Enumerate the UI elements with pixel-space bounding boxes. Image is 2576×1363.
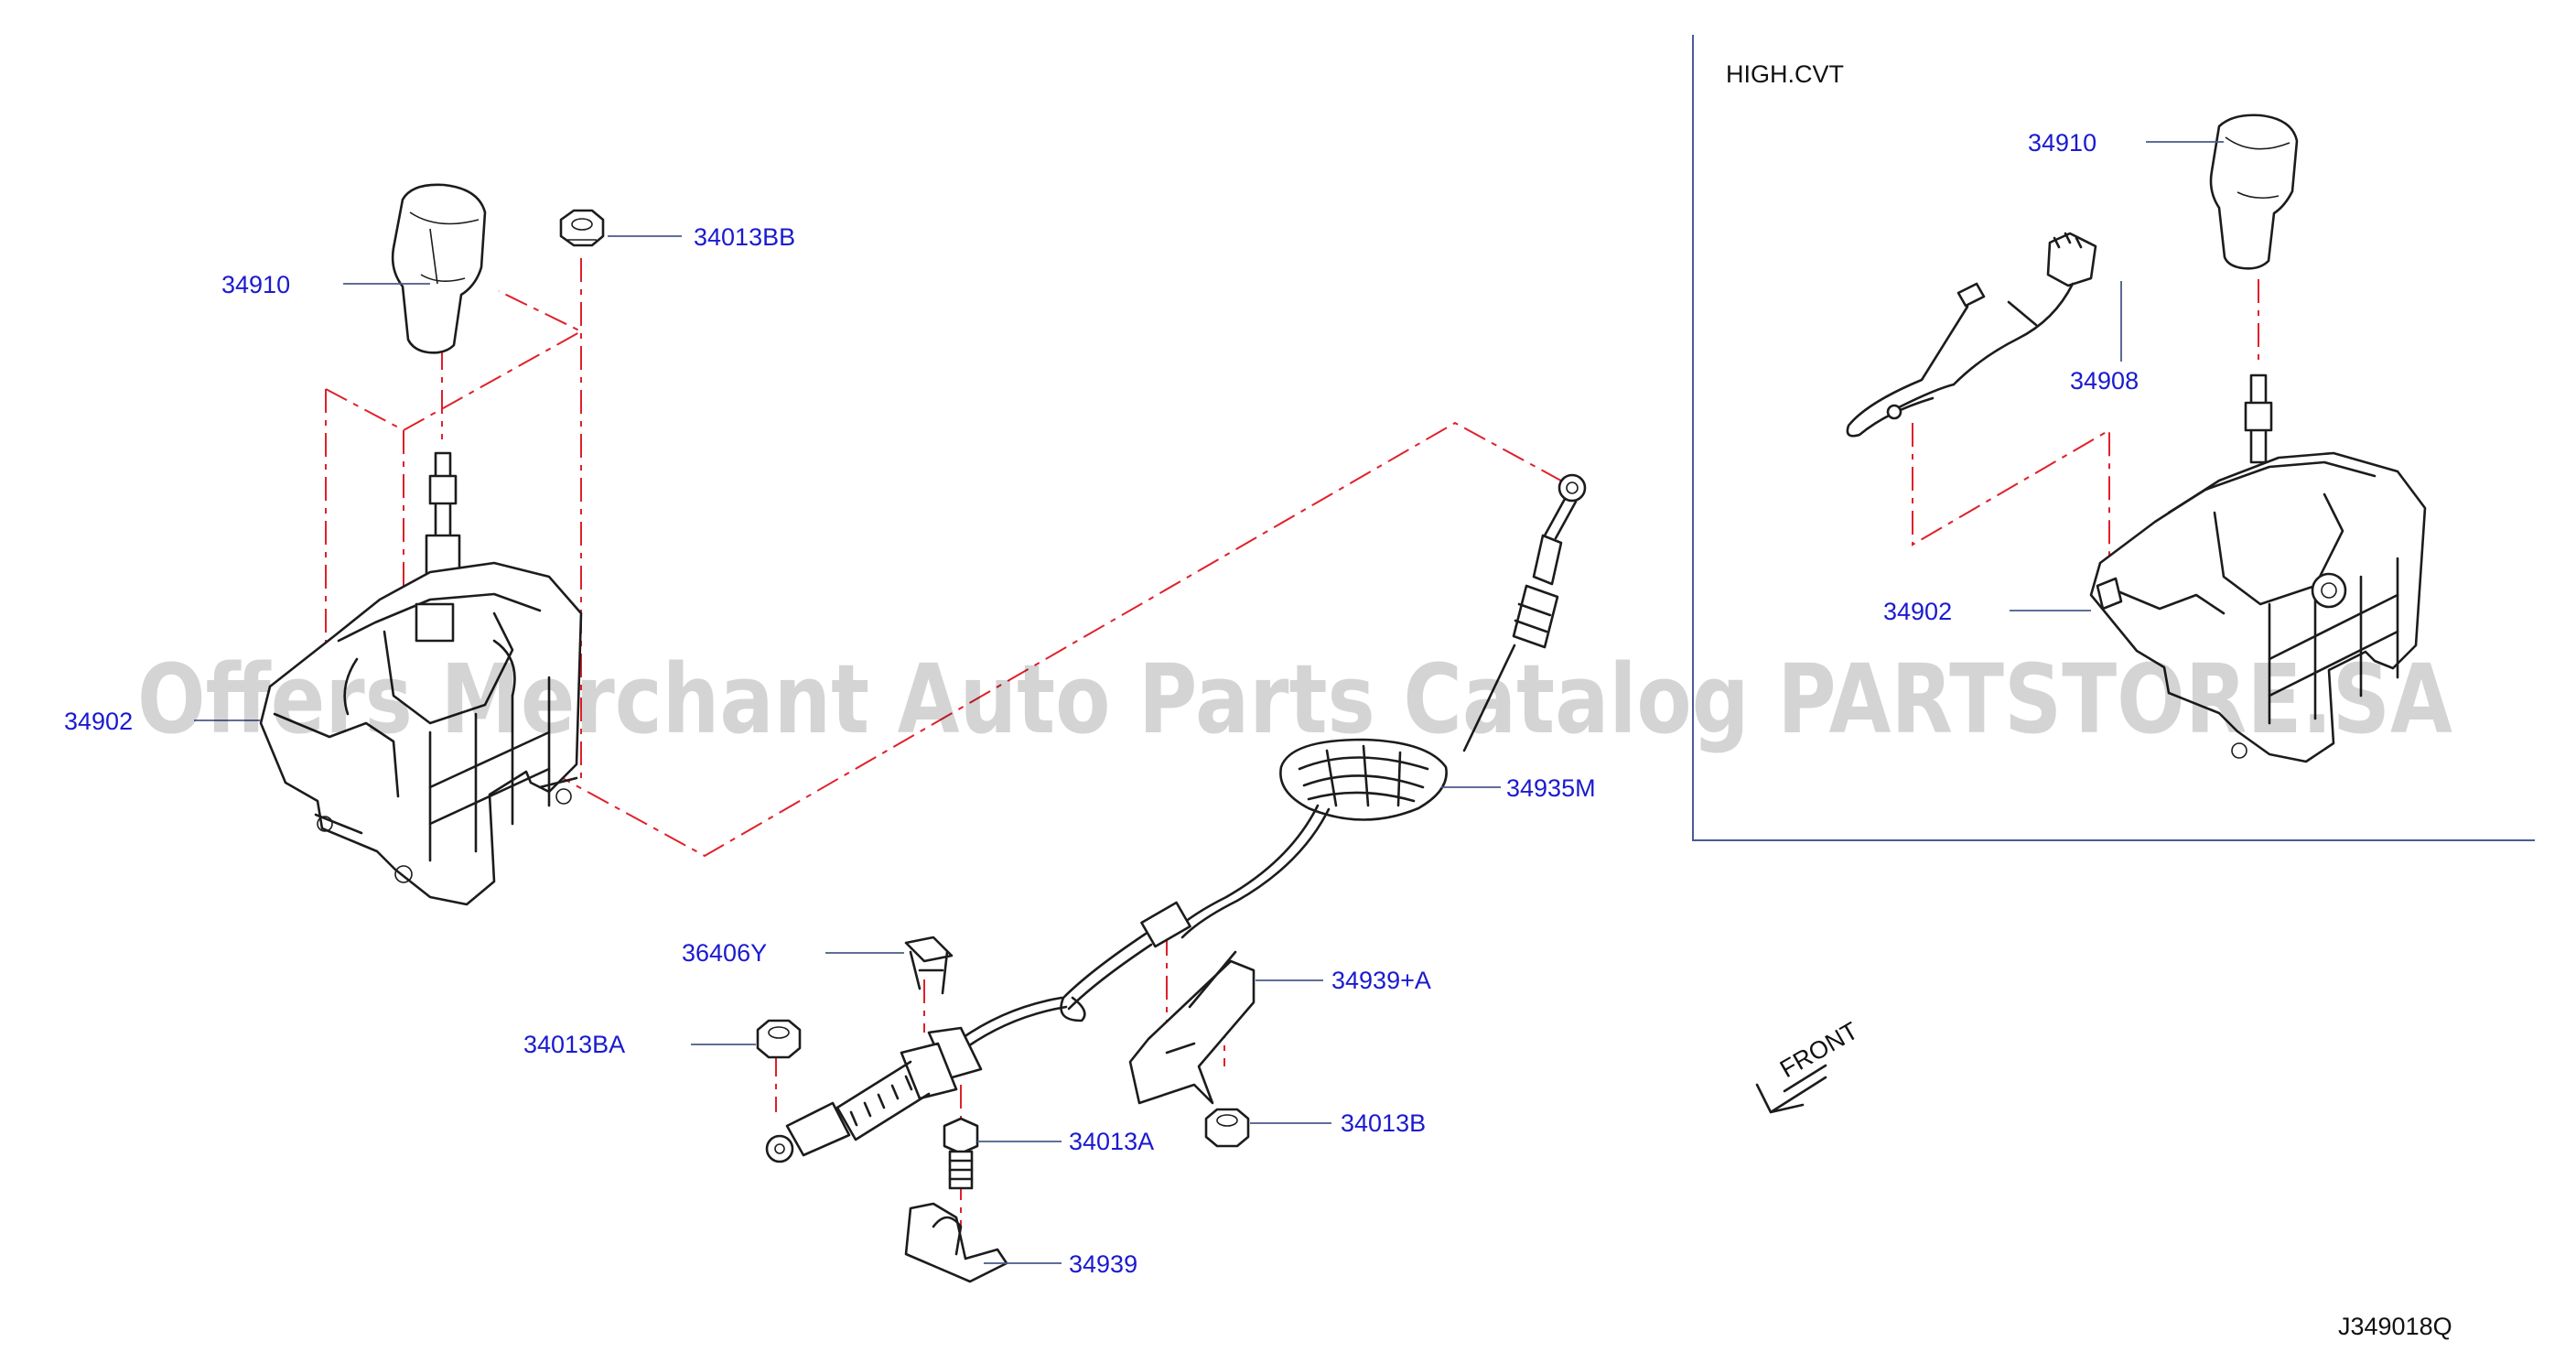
- diagram-code: J349018Q: [2338, 1313, 2452, 1340]
- nut-34013ba[interactable]: [756, 1019, 802, 1059]
- bracket-34939a[interactable]: [1128, 950, 1256, 1105]
- bolt-34013a[interactable]: [943, 1117, 979, 1190]
- alignment-lines-inset: [1912, 279, 2259, 586]
- high-cvt-inset-frame: HIGH.CVT: [1692, 35, 2535, 841]
- front-direction-indicator: FRONT: [1755, 1017, 1863, 1114]
- label-34013a[interactable]: 34013A: [1069, 1128, 1154, 1155]
- nut-34013b[interactable]: [1204, 1108, 1250, 1148]
- label-34908[interactable]: 34908: [2070, 367, 2139, 395]
- label-34935m[interactable]: 34935M: [1506, 774, 1596, 802]
- label-36406y[interactable]: 36406Y: [682, 939, 767, 967]
- shift-lever-assembly-main[interactable]: [259, 451, 583, 906]
- front-arrow-icon: [1755, 1064, 1827, 1114]
- label-34910-main[interactable]: 34910: [221, 271, 290, 298]
- shift-knob-main[interactable]: [391, 183, 487, 354]
- label-34902-main[interactable]: 34902: [64, 708, 133, 735]
- label-34013b[interactable]: 34013B: [1341, 1109, 1426, 1137]
- bracket-34939[interactable]: [904, 1202, 1008, 1283]
- front-label: FRONT: [1775, 1017, 1863, 1083]
- label-34902-inset[interactable]: 34902: [1883, 598, 1952, 625]
- leader-lines: [194, 141, 2224, 1264]
- part-labels: 34910 34013BB 34902 34935M 36406Y 34013B…: [64, 129, 2139, 1278]
- label-34939a[interactable]: 34939+A: [1331, 967, 1431, 994]
- nut-34013bb[interactable]: [559, 209, 605, 247]
- control-cable-34935m[interactable]: [765, 473, 1587, 1163]
- shift-knob-inset[interactable]: [2209, 114, 2299, 270]
- label-34910-inset[interactable]: 34910: [2028, 129, 2096, 157]
- watermark: Offers Merchant Auto Parts Catalog PARTS…: [137, 644, 2452, 755]
- label-34013ba[interactable]: 34013BA: [523, 1031, 625, 1058]
- wire-harness-34908[interactable]: [1846, 232, 2097, 438]
- inset-title: HIGH.CVT: [1726, 60, 1844, 88]
- shift-lever-assembly-inset[interactable]: [2089, 373, 2427, 763]
- label-34939[interactable]: 34939: [1069, 1250, 1137, 1278]
- clip-36406y[interactable]: [904, 936, 954, 995]
- label-34013bb[interactable]: 34013BB: [694, 223, 795, 251]
